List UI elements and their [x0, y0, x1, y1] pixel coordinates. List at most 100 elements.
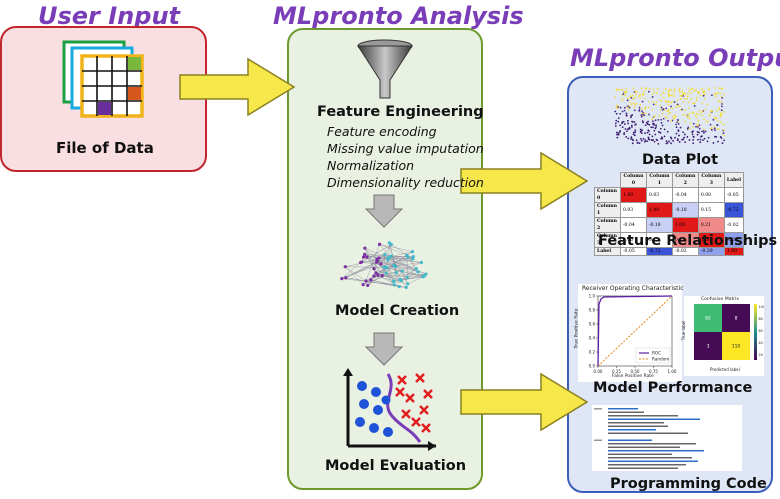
code-line	[608, 432, 688, 434]
roc-legend-label: Random	[652, 357, 669, 362]
roc-x-tick-label: 0.50	[631, 369, 640, 374]
confusion-colorbar-tick: 20	[759, 353, 763, 357]
corr-table-cell: 0.00	[697, 187, 725, 203]
corr-table-cell: 1.00	[723, 247, 745, 256]
code-line	[608, 408, 638, 410]
roc-curve	[597, 295, 673, 367]
roc-y-tick-label: 0.8	[589, 308, 596, 313]
corr-table-cell: 1.00	[619, 187, 647, 203]
funnel-icon	[357, 39, 413, 99]
roc-y-tick-label: 0.6	[589, 322, 596, 327]
roc-y-tick-label: 0.0	[589, 364, 596, 369]
corr-table-cell: 1.00	[671, 217, 699, 233]
corr-table-header: Column 0	[619, 172, 647, 188]
confusion-cell	[722, 304, 750, 332]
code-line	[608, 453, 672, 455]
arrow-analysis-to-data-plot	[460, 151, 589, 211]
corr-table-header: Label	[723, 172, 745, 188]
code-line	[608, 464, 686, 466]
corr-table-cell: -0.04	[619, 217, 647, 233]
corr-table-header: Column 3	[697, 172, 725, 188]
corr-table-cell: -0.18	[645, 217, 673, 233]
code-line	[608, 450, 704, 452]
corr-table-cell: 0.03	[619, 202, 647, 218]
code-line	[608, 460, 698, 462]
code-line	[608, 467, 678, 469]
model-evaluation-label: Model Evaluation	[325, 458, 467, 474]
down-arrow-1	[364, 194, 404, 228]
corr-table-row-label: Column 2	[594, 217, 621, 233]
roc-y-tick-label: 1.0	[589, 294, 596, 299]
corr-table-cell: 0.03	[645, 187, 673, 203]
confusion-colorbar-tick: 80	[759, 317, 763, 321]
corr-table-cell: 0.21	[671, 232, 699, 248]
step-dimensionality-reduction: Dimensionality reduction	[327, 175, 484, 190]
code-line	[608, 446, 680, 448]
corr-table-row-label: Column 1	[594, 202, 621, 218]
code-line	[608, 429, 656, 431]
roc-y-tick-label: 0.2	[589, 350, 596, 355]
classification-plot-icon	[343, 368, 436, 451]
confusion-cell	[694, 332, 722, 360]
roc-random-line	[597, 295, 673, 367]
confusion-cell	[694, 304, 722, 332]
feature-relationships-label: Feature Relationships	[598, 233, 778, 249]
code-line	[608, 439, 652, 441]
confusion-title: Confusion Matrix	[701, 297, 739, 302]
code-line	[608, 415, 678, 417]
output-heading: MLpronto Output	[570, 44, 780, 72]
arrow-analysis-to-model-performance	[460, 372, 589, 432]
roc-y-tick-label: 0.4	[589, 336, 596, 341]
corr-table-cell: -0.04	[671, 187, 699, 203]
confusion-value: 8	[735, 316, 738, 322]
code-cell-prompt	[594, 408, 602, 410]
model-creation-label: Model Creation	[335, 303, 460, 319]
programming-code-label: Programming Code	[610, 476, 767, 492]
code-line	[608, 457, 692, 459]
roc-xlabel: False Positive Rate	[612, 374, 654, 379]
confusion-xlabel: Predicted label	[710, 367, 740, 372]
roc-x-tick-label: 1.00	[668, 369, 677, 374]
code-cell-prompt	[594, 439, 602, 441]
model-performance-label: Model Performance	[593, 380, 753, 396]
corr-table-row-label: Column 0	[594, 187, 621, 203]
confusion-colorbar-tick: 40	[759, 341, 763, 345]
step-normalization: Normalization	[327, 158, 415, 173]
code-line	[608, 443, 696, 445]
confusion-matrix-chart: Confusion Matrix True label Predicted la…	[681, 296, 765, 376]
roc-x-tick-label: 0.75	[649, 369, 658, 374]
corr-table-cell: 0.15	[697, 202, 725, 218]
code-line	[608, 422, 664, 424]
corr-table-cell: 1.00	[645, 202, 673, 218]
code-line	[608, 411, 644, 413]
roc-legend-label: ROC	[652, 351, 661, 356]
confusion-cell	[722, 332, 750, 360]
corr-table-cell: -0.72	[723, 202, 745, 218]
confusion-colorbar-tick: 100	[759, 305, 765, 309]
step-feature-encoding: Feature encoding	[327, 124, 437, 139]
data-plot-scatter	[614, 87, 726, 145]
confusion-value: 110	[732, 344, 741, 350]
feature-engineering-label: Feature Engineering	[317, 104, 484, 120]
corr-table-corner	[595, 173, 621, 188]
arrow-input-to-analysis	[179, 57, 296, 117]
corr-table-cell: -0.05	[723, 187, 745, 203]
corr-table-cell: -0.02	[723, 217, 745, 233]
corr-table-header: Column 2	[671, 172, 699, 188]
roc-chart: Receiver Operating Characteristic True P…	[575, 284, 684, 382]
down-arrow-2	[364, 332, 404, 366]
corr-table-header: Column 1	[645, 172, 673, 188]
corr-table-row-label: Column 3	[594, 232, 621, 248]
roc-x-tick-label: 0.00	[594, 369, 603, 374]
step-missing-value-imputation: Missing value imputation	[327, 141, 484, 156]
code-snippet-image	[592, 405, 742, 471]
file-of-data-label: File of Data	[56, 139, 154, 157]
corr-table-cell: 0.21	[697, 217, 725, 233]
neural-network-icon	[340, 241, 428, 290]
code-line	[608, 425, 668, 427]
